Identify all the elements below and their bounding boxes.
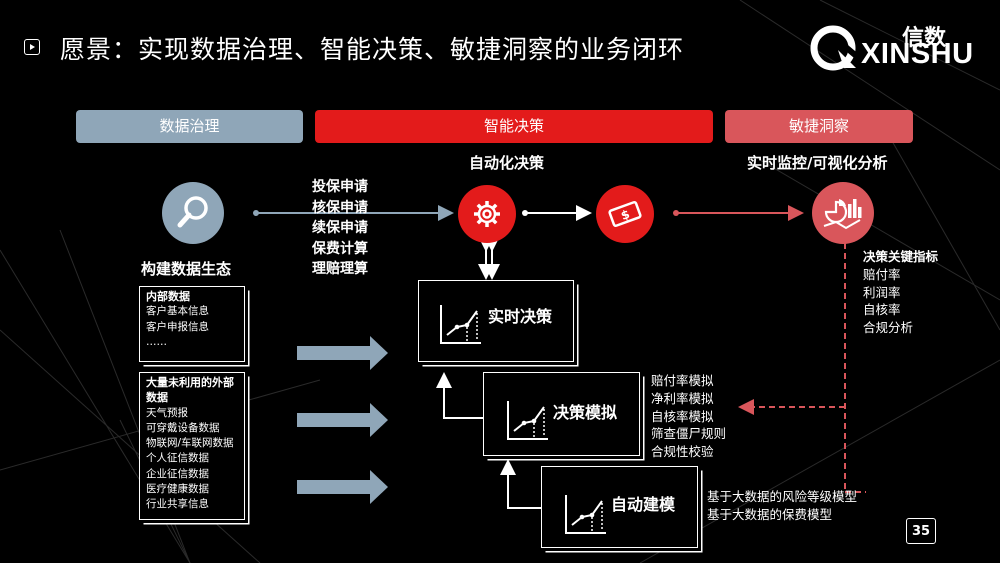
list-item: 天气预报 [146, 406, 188, 419]
list-item: 合规分析 [863, 320, 914, 336]
line-chart-icon [565, 495, 606, 534]
list-item: 基于大数据的保费模型 [707, 506, 833, 522]
list-item: 利润率 [863, 284, 901, 300]
line-chart-icon [440, 305, 481, 344]
list-item: 行业共享信息 [146, 498, 209, 511]
gear-icon [458, 185, 516, 243]
auto-modeling-title: 自动建模 [611, 495, 676, 514]
money-icon: $ [596, 185, 654, 243]
process-list: 投保申请 核保申请 续保申请 保费计算 理赔理算 [312, 177, 368, 280]
dashboard-icon [812, 182, 874, 244]
kpi-list: 决策关键指标 赔付率 利润率 自核率 合规分析 [863, 248, 938, 337]
list-item: 物联网/车联网数据 [146, 437, 234, 450]
modeling-list: 基于大数据的风险等级模型 基于大数据的保费模型 [707, 488, 857, 524]
external-data-heading: 大量未利用的外部 [146, 376, 234, 389]
list-item: 医疗健康数据 [146, 483, 209, 496]
line-chart-icon [507, 401, 548, 440]
list-item: 个人征信数据 [146, 452, 209, 465]
external-data-heading-cont: 数据 [146, 391, 168, 405]
list-item: 基于大数据的风险等级模型 [707, 489, 858, 504]
page-number: 35 [906, 518, 936, 544]
list-item: 可穿戴设备数据 [146, 421, 220, 434]
internal-data-heading: 内部数据 [146, 290, 190, 303]
list-item: 合规性校验 [651, 444, 714, 460]
process-item: 投保申请 [312, 179, 368, 195]
process-item: 核保申请 [312, 199, 368, 216]
svg-text:$: $ [619, 207, 632, 223]
list-item: 筛查僵尸规则 [651, 426, 727, 442]
list-item: 赔付率 [863, 266, 901, 282]
process-item: 理赔理算 [312, 261, 368, 277]
list-item: 赔付率模拟 [651, 373, 714, 388]
search-icon [162, 182, 224, 244]
process-item: 保费计算 [312, 240, 368, 257]
auto-decision-label: 自动化决策 [469, 154, 545, 172]
list-item: 客户基本信息 [146, 305, 209, 318]
external-data-box: 大量未利用的外部 数据 天气预报 可穿戴设备数据 物联网/车联网数据 个人征信数… [139, 372, 245, 520]
list-item: 净利率模拟 [651, 390, 714, 406]
build-ecosystem-label: 构建数据生态 [141, 260, 232, 278]
list-item: 客户申报信息 [146, 320, 209, 333]
logo-mark-icon [810, 25, 860, 71]
internal-data-box: 内部数据 客户基本信息 客户申报信息 …… [139, 286, 245, 362]
page-title: 愿景：实现数据治理、智能决策、敏捷洞察的业务闭环 [60, 35, 685, 64]
band-data-governance: 数据治理 [76, 110, 303, 143]
list-item: …… [146, 335, 167, 348]
logo-chinese: 信数 [902, 26, 947, 51]
band-agile-insight: 敏捷洞察 [725, 110, 913, 143]
simulation-list: 赔付率模拟 净利率模拟 自核率模拟 筛查僵尸规则 合规性校验 [651, 372, 726, 461]
monitoring-label: 实时监控/可视化分析 [747, 154, 888, 172]
realtime-decision-card: 实时决策 [418, 280, 574, 362]
decision-simulation-card: 决策模拟 [483, 372, 640, 456]
decision-simulation-title: 决策模拟 [553, 403, 618, 422]
auto-modeling-card: 自动建模 [541, 466, 698, 548]
logo-english: XINSHU [861, 38, 974, 70]
list-item: 企业征信数据 [146, 467, 209, 480]
kpi-heading: 决策关键指标 [863, 249, 939, 264]
process-item: 续保申请 [312, 220, 368, 236]
list-item: 自核率模拟 [651, 408, 714, 424]
play-icon [24, 39, 40, 55]
band-intelligent-decision: 智能决策 [315, 110, 713, 143]
list-item: 自核率 [863, 302, 901, 318]
realtime-decision-title: 实时决策 [488, 307, 553, 326]
